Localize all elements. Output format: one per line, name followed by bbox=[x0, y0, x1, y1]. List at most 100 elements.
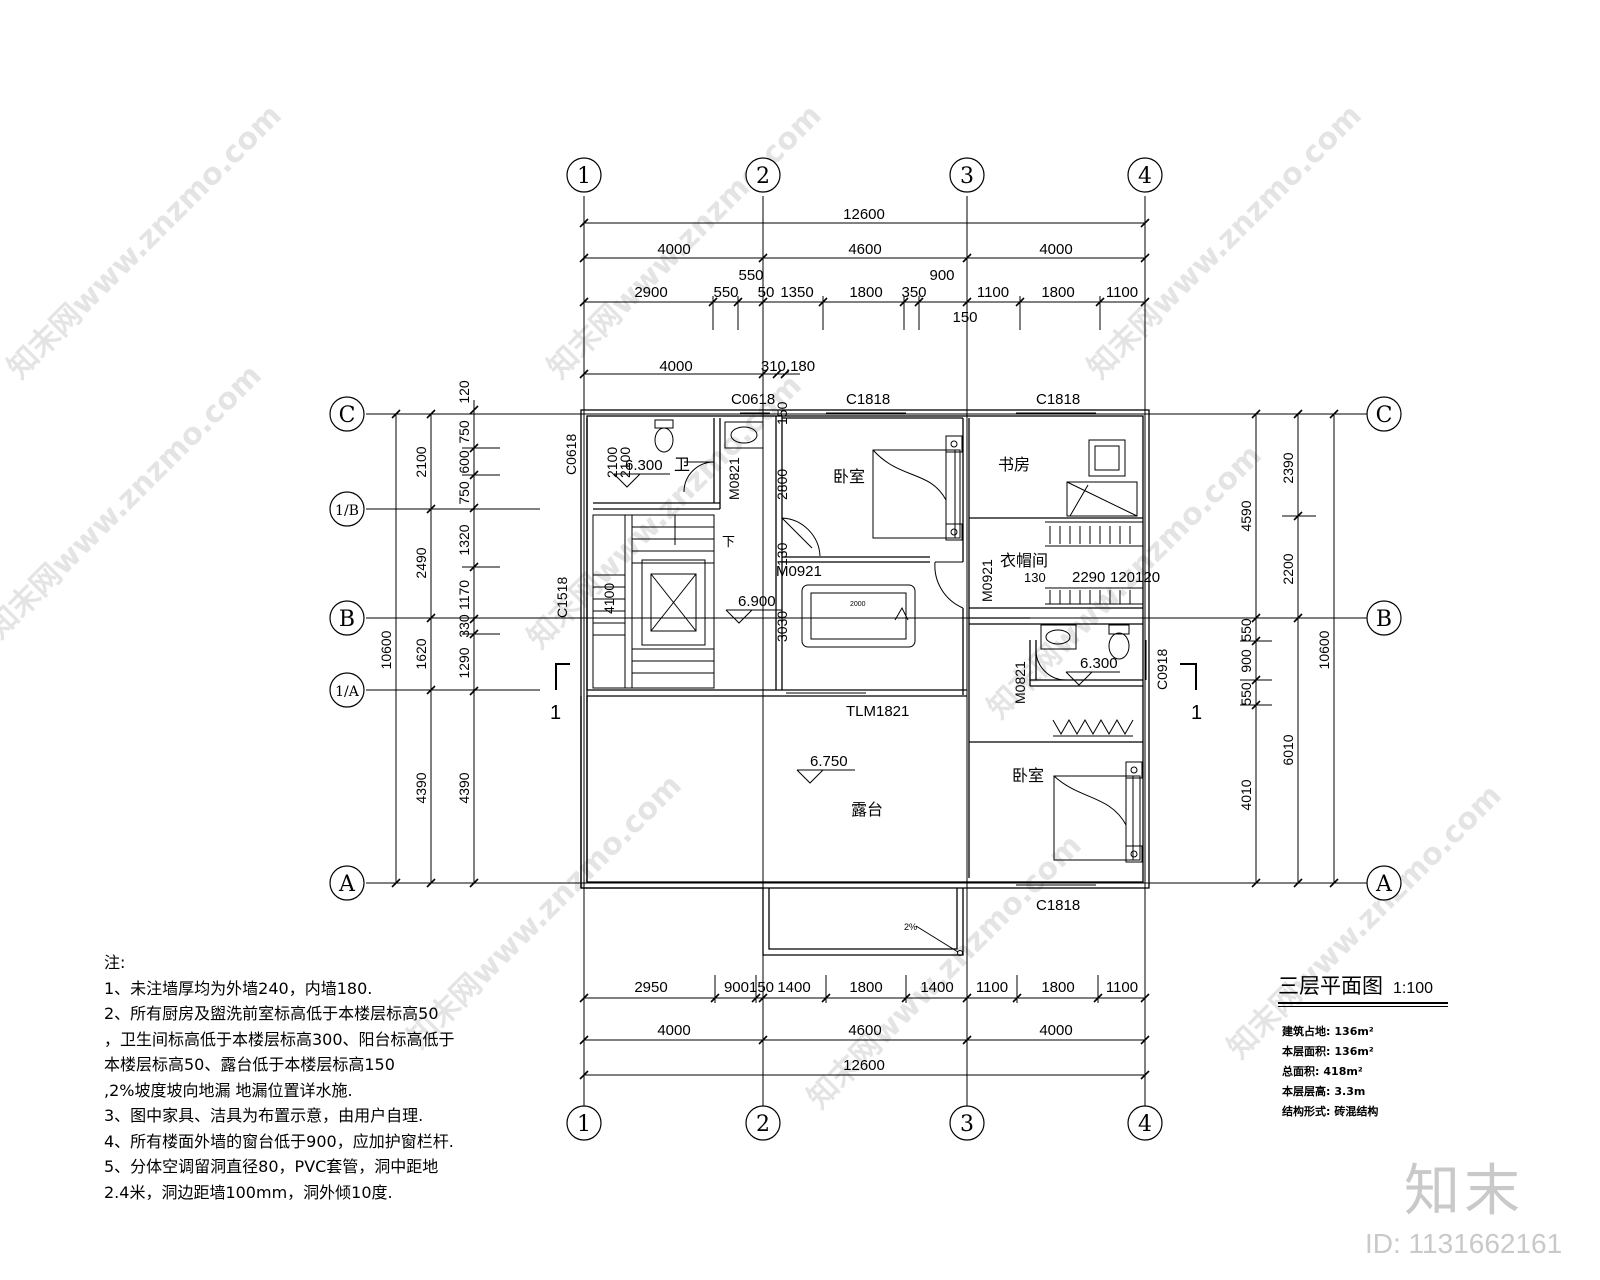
axis-label-b: B bbox=[339, 607, 355, 632]
dim-left-inner: 4390 bbox=[456, 772, 472, 803]
room-label-cloakroom: 衣帽间 bbox=[1000, 551, 1048, 570]
elevation-terrace: 6.750 bbox=[810, 753, 848, 770]
dim-right-mid: 2390 bbox=[1280, 452, 1296, 483]
dim-bottom-row1: 1800 bbox=[1041, 979, 1074, 996]
dim-inner-2100b: 2100 bbox=[617, 447, 633, 478]
axis-lines bbox=[366, 196, 1370, 1110]
watermark: 知末网www.znzmo.com bbox=[1, 98, 289, 386]
dim-left-inner: 750 bbox=[456, 481, 472, 505]
dim-inner-2800: 2800 bbox=[774, 469, 790, 500]
axis-label-2: 2 bbox=[756, 164, 770, 189]
room-label-study: 书房 bbox=[998, 455, 1030, 474]
dim-left-total: 10600 bbox=[378, 630, 394, 669]
dim-inner-130: 130 bbox=[774, 542, 790, 566]
axis-label-3: 3 bbox=[960, 1112, 974, 1137]
dim-top-inner: 4000 bbox=[659, 358, 692, 375]
bottom-dimensions bbox=[579, 975, 1150, 1080]
label-m0821-a: M0821 bbox=[726, 457, 742, 500]
dim-left-inner: 600 bbox=[456, 450, 472, 474]
window-c1818-north-study bbox=[1016, 409, 1096, 417]
dim-inner-4100: 4100 bbox=[601, 583, 617, 614]
stat-row: 总面积:418m² bbox=[1282, 1062, 1378, 1082]
dim-left-inner: 330 bbox=[456, 614, 472, 638]
dim-inner-2100a: 2100 bbox=[604, 447, 620, 478]
room-label-bathroom: 卫 bbox=[674, 455, 690, 474]
slope-label: 2% bbox=[904, 922, 917, 932]
section-label-right: 1 bbox=[1191, 702, 1202, 724]
design-notes: 注: 1、未注墙厚均为外墙240，内墙180. 2、所有厨房及盥洗前室标高低于本… bbox=[104, 950, 524, 1205]
dim-bottom-row2: 4600 bbox=[848, 1022, 881, 1039]
dim-bottom-row2: 4000 bbox=[1039, 1022, 1072, 1039]
opening-labels: C0618 C1818 C1818 C1818 TLM1821 C0618 C1… bbox=[554, 391, 1170, 914]
door-tlm1821 bbox=[786, 689, 866, 697]
interior-dimensions: 2100 2100 2800 150 4100 3030 130 130 229… bbox=[601, 401, 1160, 642]
stat-row: 结构形式:砖混结构 bbox=[1282, 1102, 1378, 1122]
elevator-shaft bbox=[641, 559, 706, 646]
room-labels: 卫 卧室 书房 衣帽间 露台 卧室 下 bbox=[674, 455, 1048, 819]
window-c0618-top bbox=[740, 409, 770, 417]
brand-id: ID: 1131662161 bbox=[1365, 1228, 1563, 1259]
label-c0918: C0918 bbox=[1154, 649, 1170, 690]
title-underline-thin bbox=[1278, 1006, 1448, 1007]
right-dimensions bbox=[1240, 409, 1339, 888]
right-dimension-text: 10600 2390 2200 6010 4590 550 900 550 40… bbox=[1238, 452, 1332, 810]
stat-value: 136m² bbox=[1334, 1025, 1374, 1038]
window-c0918-right bbox=[1142, 640, 1150, 680]
dim-right-inner: 4010 bbox=[1238, 779, 1254, 810]
dim-bottom-row1: 1800 bbox=[849, 979, 882, 996]
watermark: 知末网www.znzmo.com bbox=[0, 358, 269, 646]
label-c0618-top: C0618 bbox=[731, 391, 775, 408]
dim-right-mid: 2200 bbox=[1280, 553, 1296, 584]
dim-inner-150: 150 bbox=[774, 401, 790, 425]
brand-logo: 知末 bbox=[1404, 1159, 1524, 1224]
terrace-outline bbox=[580, 696, 964, 956]
title-underline bbox=[1278, 1002, 1448, 1004]
note-line: ，卫生间标高低于本楼层标高300、阳台标高低于 bbox=[104, 1029, 455, 1049]
dim-bottom-row1: 900150 bbox=[724, 979, 774, 996]
dim-top-row3: 1100 bbox=[977, 284, 1009, 301]
dim-top-row3: 350 bbox=[901, 284, 926, 301]
dim-bottom-row1: 1400 bbox=[777, 979, 810, 996]
dim-inner-2290: 2290 bbox=[1072, 569, 1105, 586]
room-label-bedroom-south: 卧室 bbox=[1012, 766, 1044, 785]
elevation-markers bbox=[613, 473, 1120, 784]
dim-top-2: 4600 bbox=[848, 241, 881, 258]
dim-bottom-row2: 4000 bbox=[657, 1022, 690, 1039]
axis-label-1a: 1/A bbox=[335, 684, 360, 700]
window-c1818-north-bed bbox=[826, 409, 906, 417]
stat-label: 本层面积: bbox=[1282, 1045, 1331, 1058]
dim-top-extra: 550 bbox=[738, 267, 763, 284]
axis-label-3: 3 bbox=[960, 164, 974, 189]
stat-value: 136m² bbox=[1334, 1045, 1374, 1058]
room-label-terrace: 露台 bbox=[851, 800, 883, 819]
note-line: 1、未注墙厚均为外墙240，内墙180. bbox=[104, 978, 373, 998]
dim-left-inner: 1320 bbox=[456, 524, 472, 555]
dim-top-row3: 550 bbox=[713, 284, 738, 301]
dim-bottom-row1: 2950 bbox=[634, 979, 667, 996]
door-swing-m0921-b bbox=[934, 561, 964, 609]
label-tlm1821: TLM1821 bbox=[846, 703, 909, 720]
dim-top-inner: 310,180 bbox=[761, 358, 815, 375]
furniture bbox=[654, 419, 1143, 956]
window-c1518-left bbox=[580, 568, 588, 636]
stat-label: 本层层高: bbox=[1282, 1085, 1331, 1098]
stair-direction-label: 下 bbox=[722, 535, 735, 550]
dim-total-bottom: 12600 bbox=[843, 1057, 885, 1074]
axis-label-2: 2 bbox=[756, 1112, 770, 1137]
left-dimensions bbox=[391, 400, 500, 888]
label-c1818-bed: C1818 bbox=[846, 391, 890, 408]
dim-left-mid: 1620 bbox=[413, 638, 429, 669]
dim-table-2000: 2000 bbox=[850, 601, 866, 608]
dim-top-row3: 1800 bbox=[1041, 284, 1074, 301]
staircase bbox=[592, 514, 715, 689]
window-c0618-left bbox=[580, 440, 588, 470]
axis-label-4: 4 bbox=[1138, 1112, 1152, 1137]
dim-right-inner: 550 bbox=[1238, 618, 1254, 642]
doors bbox=[683, 461, 1067, 681]
room-label-bedroom-north: 卧室 bbox=[833, 467, 865, 486]
area-stats: 建筑占地:136m² 本层面积:136m² 总面积:418m² 本层层高:3.3… bbox=[1282, 1022, 1378, 1122]
dim-right-total: 10600 bbox=[1316, 630, 1332, 669]
bath-east-fixtures-icon bbox=[1040, 624, 1130, 660]
dim-bottom-row1: 1400 bbox=[920, 979, 953, 996]
